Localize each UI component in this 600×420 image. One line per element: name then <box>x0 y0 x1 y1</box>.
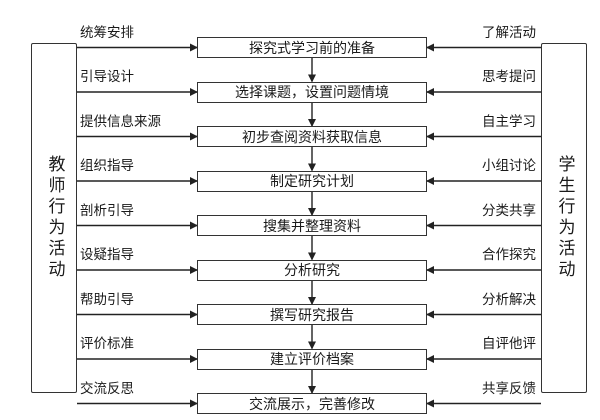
process-step-box: 初步查阅资料获取信息 <box>197 126 427 147</box>
student-action-label: 合作探究 <box>482 247 536 263</box>
process-step-box: 交流展示，完善修改 <box>197 393 427 414</box>
student-activity-label: 学生行为活动 <box>554 155 575 281</box>
student-action-label: 共享反馈 <box>482 380 536 397</box>
teacher-action-label: 组织指导 <box>80 158 134 174</box>
teacher-action-label: 引导设计 <box>80 69 134 85</box>
teacher-action-label: 交流反思 <box>80 380 134 397</box>
student-action-label: 自主学习 <box>482 113 536 130</box>
process-step-box: 搜集并整理资料 <box>197 215 427 236</box>
student-action-label: 了解活动 <box>482 24 536 41</box>
student-action-label: 自评他评 <box>482 336 536 352</box>
teacher-action-label: 提供信息来源 <box>80 113 161 130</box>
process-step-box: 制定研究计划 <box>197 170 427 192</box>
teacher-action-label: 评价标准 <box>80 336 134 352</box>
teacher-action-label: 剖析引导 <box>80 202 134 219</box>
student-action-label: 分析解决 <box>482 291 536 308</box>
student-activity-box: 学生行为活动 <box>541 43 587 393</box>
process-step-box: 建立评价档案 <box>197 348 427 370</box>
teacher-action-label: 帮助引导 <box>80 291 134 308</box>
teacher-action-label: 统筹安排 <box>80 24 134 41</box>
student-action-label: 分类共享 <box>482 202 536 219</box>
process-step-box: 选择课题，设置问题情境 <box>197 81 427 103</box>
teacher-activity-label: 教师行为活动 <box>44 155 65 281</box>
process-step-box: 分析研究 <box>197 259 427 281</box>
process-step-box: 撰写研究报告 <box>197 304 427 325</box>
student-action-label: 思考提问 <box>482 69 536 85</box>
teacher-action-label: 设疑指导 <box>80 247 134 263</box>
student-action-label: 小组讨论 <box>482 158 536 174</box>
process-step-box: 探究式学习前的准备 <box>197 37 427 58</box>
teacher-activity-box: 教师行为活动 <box>31 43 77 393</box>
